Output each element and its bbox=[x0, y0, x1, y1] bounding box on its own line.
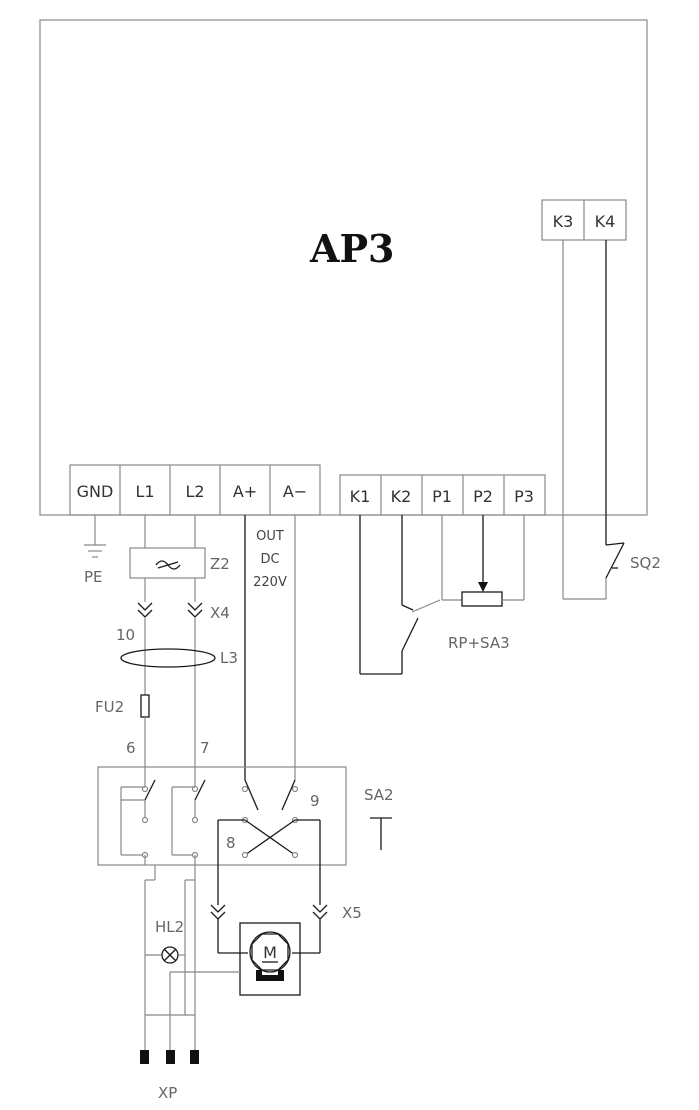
z2-label: Z2 bbox=[210, 555, 230, 573]
switch-sa2: 8 9 SA2 bbox=[97, 766, 394, 866]
wire-6-label: 6 bbox=[126, 739, 136, 757]
wire-8-label: 8 bbox=[226, 834, 236, 852]
dc-label: DC bbox=[260, 552, 279, 567]
sq2-circuit: SQ2 bbox=[562, 240, 661, 600]
wire-10-label: 10 bbox=[116, 626, 135, 644]
terminal-l2: L2 bbox=[185, 482, 204, 501]
motor-frame bbox=[239, 922, 301, 996]
terminal-strip-top: K3 K4 bbox=[541, 199, 627, 241]
dc-output: OUT DC 220V bbox=[244, 515, 296, 780]
plug-xp-circuit: HL2 XP bbox=[140, 855, 240, 1102]
motor-m bbox=[249, 931, 291, 973]
ap3-label: AP3 bbox=[309, 226, 395, 271]
wire-9-label: 9 bbox=[310, 792, 320, 810]
terminal-k4: K4 bbox=[595, 212, 616, 231]
wire-7-label: 7 bbox=[200, 739, 210, 757]
potentiometer-rp: RP+SA3 bbox=[441, 515, 525, 652]
ground-pe: PE bbox=[84, 515, 106, 586]
xp-label: XP bbox=[158, 1084, 177, 1102]
terminal-k1: K1 bbox=[350, 487, 371, 506]
fuse-fu2 bbox=[140, 694, 150, 718]
terminal-p2: P2 bbox=[473, 487, 493, 506]
plug-pin-3 bbox=[190, 1050, 199, 1064]
x5-label: X5 bbox=[342, 904, 362, 922]
terminal-k2: K2 bbox=[391, 487, 412, 506]
sa2-label: SA2 bbox=[364, 786, 394, 804]
pe-label: PE bbox=[84, 568, 103, 586]
volt-label: 220V bbox=[253, 575, 287, 590]
terminal-l1: L1 bbox=[135, 482, 154, 501]
l3-label: L3 bbox=[220, 649, 238, 667]
fu2-label: FU2 bbox=[95, 698, 124, 716]
terminal-k3: K3 bbox=[553, 212, 574, 231]
plug-pin-1 bbox=[140, 1050, 149, 1064]
rp-sa3-label: RP+SA3 bbox=[448, 634, 510, 652]
out-label: OUT bbox=[256, 529, 284, 544]
terminal-strip-left: GND L1 L2 A+ A− bbox=[69, 464, 321, 516]
filter-z2 bbox=[129, 547, 206, 579]
terminal-p3: P3 bbox=[514, 487, 534, 506]
ferrite-l3 bbox=[120, 648, 216, 668]
supply-lines: Z2 X4 10 L3 FU2 6 7 bbox=[95, 515, 238, 780]
hl2-label: HL2 bbox=[155, 918, 184, 936]
terminal-a-plus: A+ bbox=[233, 482, 257, 501]
terminal-a-minus: A− bbox=[283, 482, 307, 501]
terminal-p1: P1 bbox=[432, 487, 452, 506]
motor-circuit: X5 M bbox=[210, 820, 362, 996]
terminal-strip-mid: K1 K2 P1 P2 P3 bbox=[339, 474, 546, 516]
plug-pin-2 bbox=[166, 1050, 175, 1064]
sq2-label: SQ2 bbox=[630, 554, 661, 572]
x4-label: X4 bbox=[210, 604, 230, 622]
terminal-gnd: GND bbox=[77, 482, 114, 501]
sa3-circuit bbox=[359, 515, 441, 675]
motor-label: M bbox=[263, 943, 277, 962]
